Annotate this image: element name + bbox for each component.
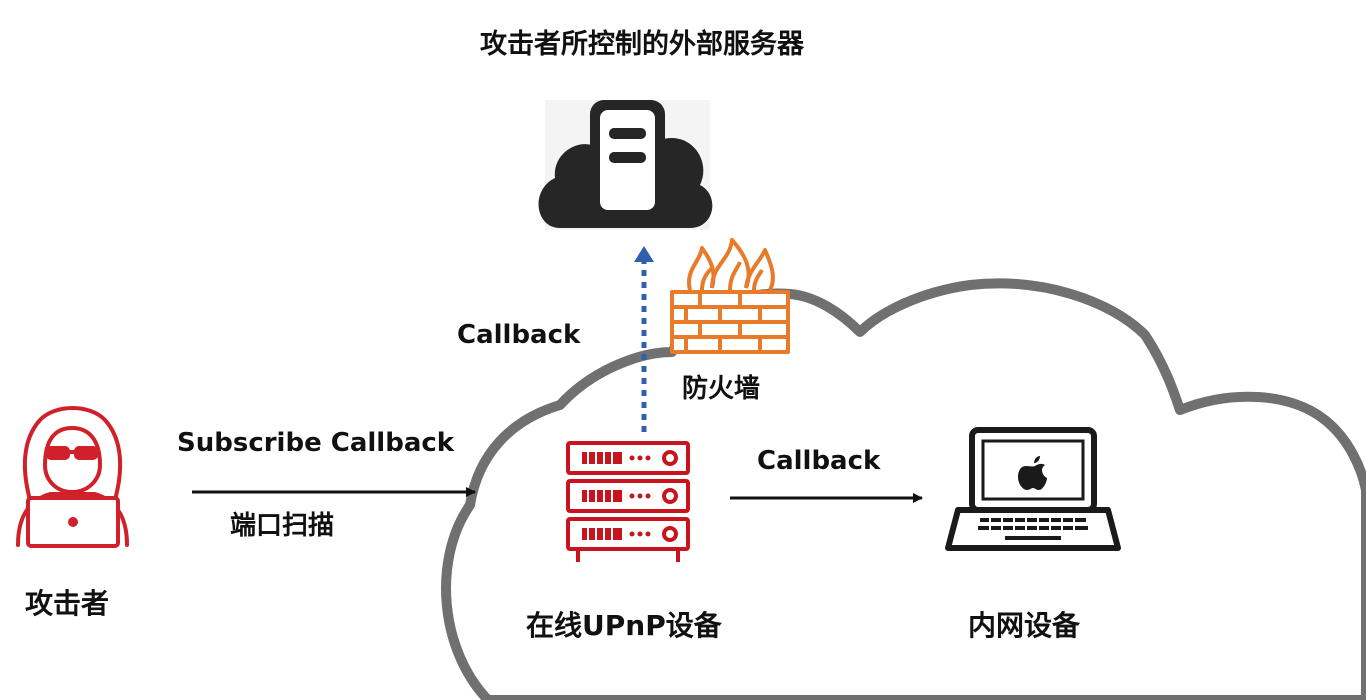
attacker-label: 攻击者 bbox=[25, 587, 110, 620]
upnp-to-server-arrowhead bbox=[634, 246, 654, 262]
upnp-to-server-label: Callback bbox=[457, 320, 581, 350]
laptop-apple-icon bbox=[945, 427, 1121, 551]
internal-network-cloud bbox=[441, 278, 1366, 700]
server-rack-icon bbox=[566, 441, 690, 562]
page-title: 攻击者所控制的外部服务器 bbox=[480, 29, 804, 60]
internal-device-label: 内网设备 bbox=[968, 609, 1081, 642]
subscribe-callback-label: Subscribe Callback bbox=[177, 428, 455, 458]
upnp-device-label: 在线UPnP设备 bbox=[526, 609, 722, 642]
upnp-to-internal-label: Callback bbox=[757, 446, 881, 476]
port-scan-label: 端口扫描 bbox=[230, 511, 335, 541]
firewall-icon bbox=[670, 238, 790, 354]
hacker-icon bbox=[16, 406, 129, 548]
cloud-server-icon bbox=[538, 100, 713, 230]
firewall-label: 防火墙 bbox=[682, 374, 761, 404]
